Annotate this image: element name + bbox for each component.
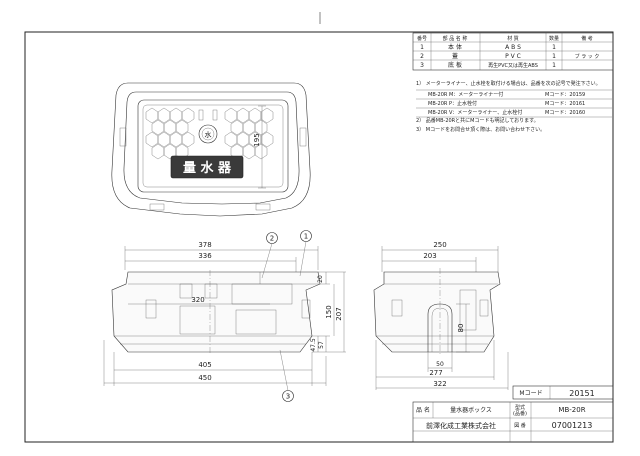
model-label: 型式 [515,404,525,411]
part-row-3-material: 再生PVC又は再生ABS [488,62,538,69]
note-2: 2） 品番MB-20Rと共にMコードも明記しております。 [416,117,539,124]
svg-text:1: 1 [304,233,308,241]
svg-text:水: 水 [205,130,212,139]
model-sub-label: (品番) [513,410,527,417]
title-block: Mコード 20151 品 名 量水器ボックス 型式 (品番) MB-20R 前澤… [412,385,614,443]
model-value: MB-20R [558,406,585,414]
note-3: 3） Mコードをお問合せ頂く際は、お問い合わせ下さい。 [416,126,545,133]
product-name: 量水器ボックス [450,406,492,414]
part-row-2-name: 蓋 [452,52,458,60]
dim-front-height-207: 207 [335,307,343,320]
dim-front-inner-320: 320 [191,296,204,304]
company-name: 前澤化成工業株式会社 [426,421,496,430]
part-row-1-material: A B S [505,44,521,51]
dim-front-width-inner: 336 [198,252,212,260]
m-code-value: 20151 [569,389,594,398]
part-row-3-no: 3 [420,62,424,69]
part-row-2-qty: 1 [552,53,556,60]
svg-text:3: 3 [286,393,290,401]
part-row-3-qty: 1 [552,62,556,69]
note-1: 1） メーターライナー、止水栓を取付ける場合は、品番を次の記号で発注下さい。 [416,80,601,87]
code-2-model: MB-20R P：止水栓付 [428,100,477,107]
lid-pattern-right [224,107,274,160]
svg-text:2: 2 [270,235,274,243]
dim-front-height-20: 20 [317,275,324,283]
dim-side-bottom-322: 322 [433,380,446,388]
front-view: 378 336 320 20 150 207 47.5 [103,230,346,402]
lid-emblem [198,124,218,144]
dim-front-bottom-450: 450 [198,374,211,382]
dim-side-width-250: 250 [433,241,446,249]
part-row-2-remarks: ブ ラ ッ ク [575,53,600,60]
front-body [111,271,321,353]
parts-header-no: 番号 [417,35,427,42]
dim-front-width-outer: 378 [198,241,211,249]
dim-front-height-57: 57 [318,341,325,349]
lid-pattern-left [145,107,195,160]
lid-label-plate [170,155,244,179]
parts-header-material: 材 質 [507,35,519,42]
dim-top-depth: 195 [253,133,261,146]
top-view: 水 量 水 器 195 [111,82,311,217]
side-view: 250 203 80 50 277 322 [373,241,509,390]
dim-front-height-150: 150 [325,305,333,318]
code-1-model: MB-20R M：メーターライナー付 [428,91,503,98]
dim-side-height-80: 80 [457,324,465,333]
part-row-1-qty: 1 [552,44,556,51]
sheet-border [24,31,614,443]
part-row-2-no: 2 [420,53,424,60]
name-label: 品 名 [416,406,430,414]
drawing-no-label: 図 番 [514,422,526,429]
part-row-2-material: P V C [505,53,521,60]
drawing-no-value: 07001213 [552,421,593,430]
dim-side-bottom-277: 277 [429,369,442,377]
part-row-3-name: 底 板 [448,61,462,69]
parts-header-name: 部 品 名 称 [443,35,468,42]
code-2-value: Mコード：20161 [545,101,585,107]
dim-side-bottom-50: 50 [436,361,444,368]
parts-header-remarks: 備 考 [581,35,593,42]
notes: 1） メーターライナー、止水栓を取付ける場合は、品番を次の記号で発注下さい。 M… [416,80,612,133]
dim-side-width-203: 203 [423,252,436,260]
parts-table: 番号 部 品 名 称 材 質 数量 備 考 1 本 体 A B S 1 2 蓋 … [412,32,614,71]
code-3-value: Mコード：20160 [545,110,585,116]
code-1-value: Mコード：20159 [545,92,585,98]
m-code-label: Mコード [519,390,542,397]
code-3-model: MB-20R V：メーターライナー、止水栓付 [428,109,522,116]
dim-front-bottom-405: 405 [198,361,211,369]
parts-header-qty: 数量 [549,35,559,42]
part-row-1-name: 本 体 [448,43,462,51]
side-body [373,271,501,353]
dim-front-height-47-5: 47.5 [310,338,317,352]
lid-label: 量 水 器 [183,160,232,176]
part-row-1-no: 1 [420,44,424,51]
